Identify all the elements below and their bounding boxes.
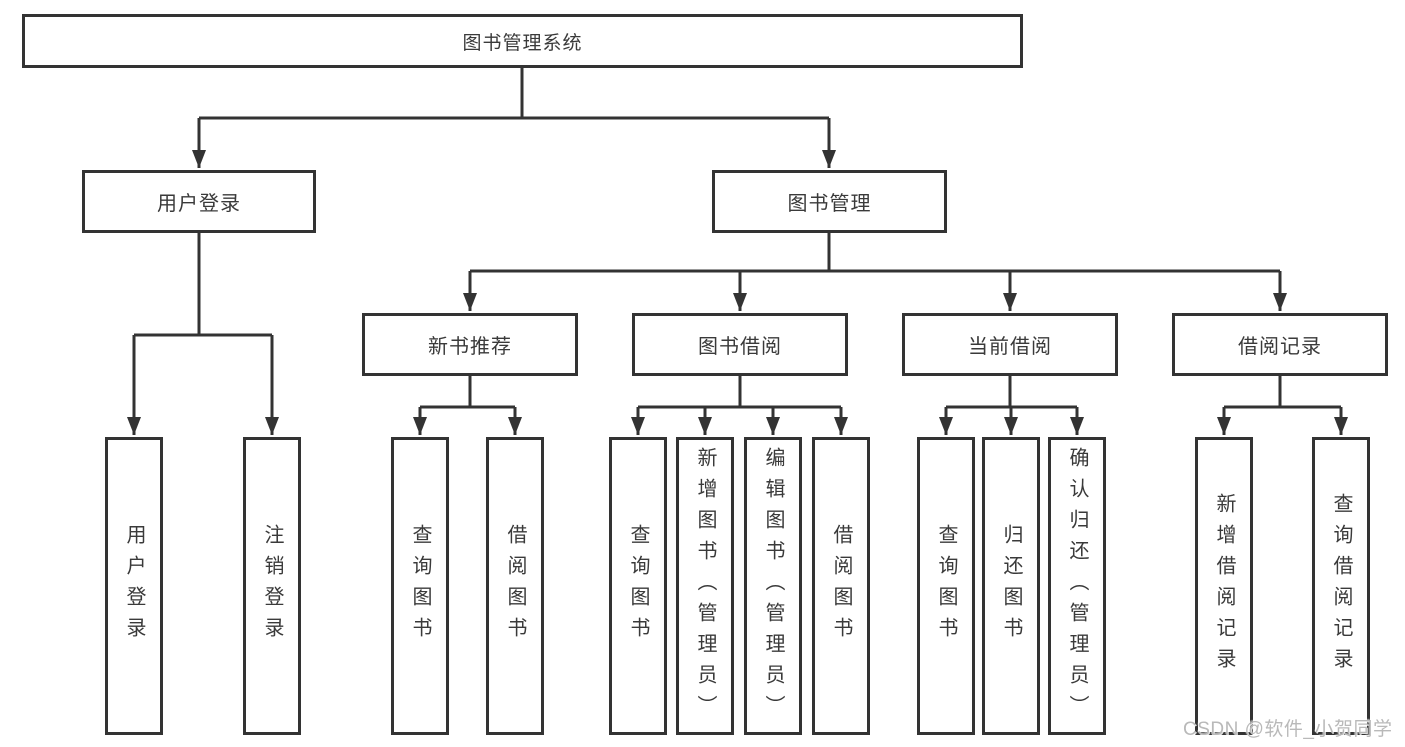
leaf-confirm-return-admin: 确认归还（管理员） <box>1048 437 1106 735</box>
leaf-borrow-book-1: 借阅图书 <box>486 437 544 735</box>
leaf-edit-book-admin: 编辑图书（管理员） <box>744 437 802 735</box>
watermark-text: CSDN @软件_小贺同学 <box>1183 719 1393 740</box>
node-root: 图书管理系统 <box>22 14 1023 68</box>
node-borrow-record: 借阅记录 <box>1172 313 1388 376</box>
node-user-login: 用户登录 <box>82 170 316 233</box>
leaf-logout: 注销登录 <box>243 437 301 735</box>
leaf-add-borrow-record: 新增借阅记录 <box>1195 437 1253 735</box>
node-current-borrow: 当前借阅 <box>902 313 1118 376</box>
leaf-query-book-3: 查询图书 <box>917 437 975 735</box>
leaf-add-book-admin: 新增图书（管理员） <box>676 437 734 735</box>
leaf-user-login: 用户登录 <box>105 437 163 735</box>
leaf-query-book-2: 查询图书 <box>609 437 667 735</box>
leaf-query-borrow-record: 查询借阅记录 <box>1312 437 1370 735</box>
leaf-borrow-book-2: 借阅图书 <box>812 437 870 735</box>
leaf-query-book-1: 查询图书 <box>391 437 449 735</box>
node-book-mgmt: 图书管理 <box>712 170 947 233</box>
node-new-book-rec: 新书推荐 <box>362 313 578 376</box>
node-book-borrow: 图书借阅 <box>632 313 848 376</box>
leaf-return-book: 归还图书 <box>982 437 1040 735</box>
